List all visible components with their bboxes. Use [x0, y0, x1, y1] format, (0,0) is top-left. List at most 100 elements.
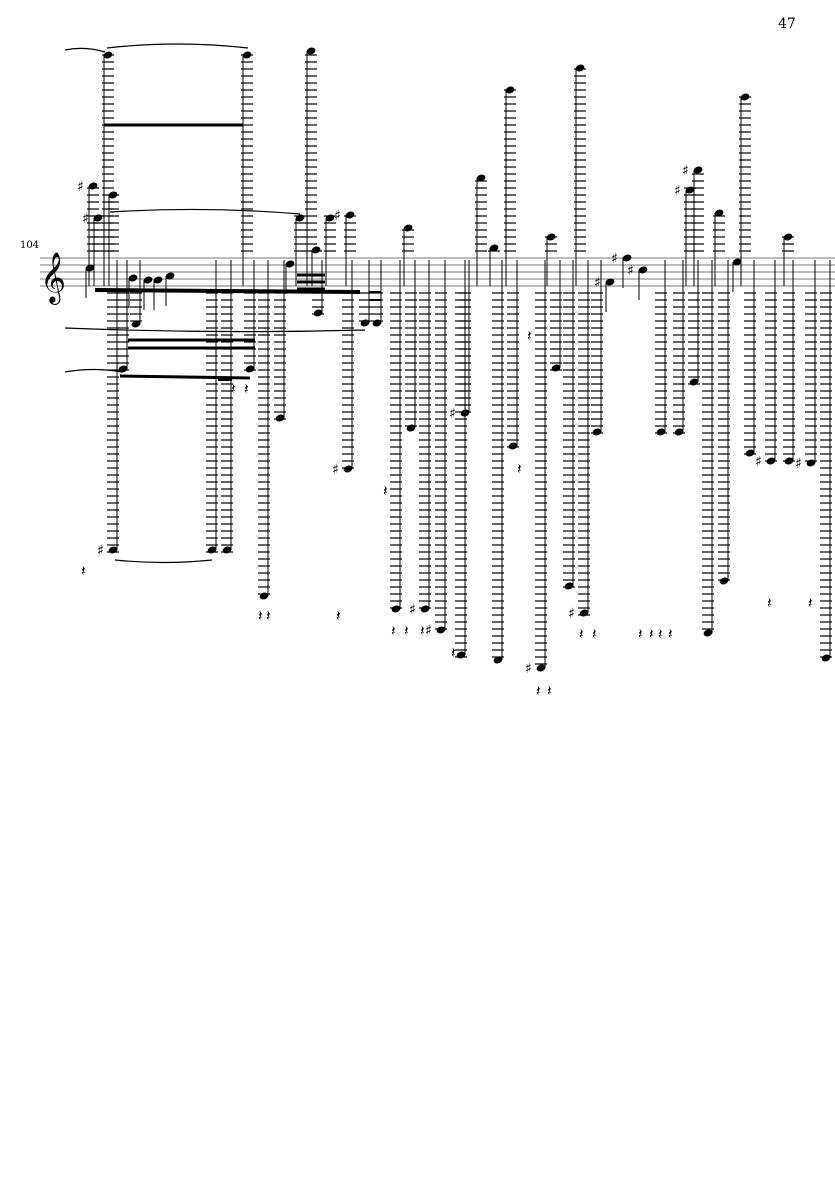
quarter-rest-icon: 𝄽 [451, 644, 456, 662]
notehead [674, 428, 684, 436]
notehead [131, 320, 141, 328]
notehead [259, 592, 269, 600]
notehead [436, 626, 446, 634]
quarter-rest-icon: 𝄽 [579, 625, 584, 643]
notehead [693, 166, 703, 174]
treble-clef-icon: 𝄞 [40, 252, 66, 305]
notehead [108, 191, 118, 199]
sharp-icon: ♯ [334, 208, 341, 224]
notehead [745, 449, 755, 457]
quarter-rest-icon: 𝄽 [391, 622, 396, 640]
notehead [740, 93, 750, 101]
notehead [732, 258, 742, 266]
quarter-rest-icon: 𝄽 [266, 607, 271, 625]
notehead [128, 274, 138, 282]
notehead [575, 64, 585, 72]
sharp-icon: ♯ [674, 183, 681, 199]
quarter-rest-icon: 𝄽 [658, 625, 663, 643]
sharp-icon: ♯ [682, 163, 689, 179]
notehead [719, 577, 729, 585]
notehead [406, 424, 416, 432]
notehead [505, 86, 515, 94]
quarter-rest-icon: 𝄽 [244, 380, 249, 398]
quarter-rest-icon: 𝄽 [420, 622, 425, 640]
notehead [766, 457, 776, 465]
slur [64, 368, 123, 373]
quarter-rest-icon: 𝄽 [536, 682, 541, 700]
notehead [605, 278, 615, 286]
beam [119, 374, 251, 380]
notehead [784, 457, 794, 465]
notehead [391, 605, 401, 613]
notehead [325, 214, 335, 222]
notehead [806, 459, 816, 467]
staff [40, 257, 835, 287]
notehead [88, 182, 98, 190]
quarter-rest-icon: 𝄽 [668, 625, 673, 643]
notehead [546, 233, 556, 241]
notehead [656, 428, 666, 436]
notes: ♯♯♯♯♯♯♯♯♯♯♯♯♯♯♯♯♯𝄽𝄽𝄽𝄽𝄽𝄽𝄽𝄽𝄽𝄽𝄽𝄽𝄽𝄽𝄽𝄽𝄽𝄽𝄽𝄽𝄽𝄽𝄽 [64, 43, 832, 700]
notehead [311, 246, 321, 254]
notehead [689, 378, 699, 386]
notehead [103, 51, 113, 59]
notehead [343, 465, 353, 473]
sharp-icon: ♯ [77, 179, 84, 195]
quarter-rest-icon: 𝄽 [592, 625, 597, 643]
notehead [638, 266, 648, 274]
quarter-rest-icon: 𝄽 [258, 607, 263, 625]
notehead [489, 244, 499, 252]
slur [109, 208, 301, 215]
quarter-rest-icon: 𝄽 [638, 625, 643, 643]
notehead [460, 409, 470, 417]
notehead [714, 209, 724, 217]
notehead [165, 272, 175, 280]
quarter-rest-icon: 𝄽 [81, 562, 86, 580]
notehead [108, 546, 118, 554]
quarter-rest-icon: 𝄽 [517, 460, 522, 478]
notehead [153, 276, 163, 284]
sharp-icon: ♯ [82, 211, 89, 227]
notehead [245, 365, 255, 373]
sharp-icon: ♯ [97, 543, 104, 559]
notehead [85, 264, 95, 272]
notehead [551, 364, 561, 372]
quarter-rest-icon: 𝄽 [808, 594, 813, 612]
notehead [493, 656, 503, 664]
sharp-icon: ♯ [409, 602, 416, 618]
quarter-rest-icon: 𝄽 [404, 622, 409, 640]
sharp-icon: ♯ [611, 251, 618, 267]
quarter-rest-icon: 𝄽 [527, 327, 532, 345]
slur [64, 327, 366, 333]
notehead [345, 211, 355, 219]
quarter-rest-icon: 𝄽 [649, 625, 654, 643]
notehead [403, 224, 413, 232]
slur [106, 43, 249, 49]
sharp-icon: ♯ [755, 454, 762, 470]
sharp-icon: ♯ [594, 275, 601, 291]
notehead [592, 428, 602, 436]
notehead [285, 260, 295, 268]
notehead [703, 629, 713, 637]
notehead [118, 365, 128, 373]
slur [114, 559, 213, 564]
notehead [306, 47, 316, 55]
notehead [579, 609, 589, 617]
notehead [783, 233, 793, 241]
quarter-rest-icon: 𝄽 [383, 482, 388, 500]
notehead [295, 214, 305, 222]
sharp-icon: ♯ [425, 623, 432, 639]
sharp-icon: ♯ [627, 263, 634, 279]
quarter-rest-icon: 𝄽 [767, 594, 772, 612]
notehead [360, 319, 370, 327]
quarter-rest-icon: 𝄽 [231, 380, 236, 398]
page-number: 47 [778, 16, 796, 32]
beam [94, 288, 361, 294]
notehead [508, 442, 518, 450]
quarter-rest-icon: 𝄽 [547, 682, 552, 700]
notehead [275, 414, 285, 422]
notehead [242, 51, 252, 59]
sharp-icon: ♯ [449, 406, 456, 422]
notehead [622, 254, 632, 262]
